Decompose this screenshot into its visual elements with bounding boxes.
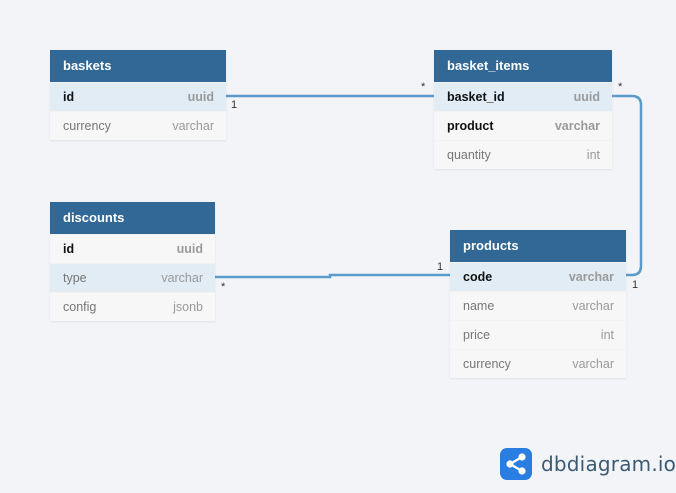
- field-type: int: [600, 328, 614, 342]
- field-name: code: [463, 270, 493, 284]
- field-row[interactable]: basket_id uuid: [434, 82, 612, 111]
- field-name: type: [63, 271, 87, 285]
- field-name: id: [63, 90, 75, 104]
- field-type: jsonb: [173, 300, 203, 314]
- relation-discounts-products[interactable]: [215, 273, 450, 279]
- table-basket-items[interactable]: basket_items basket_id uuid product varc…: [434, 50, 612, 169]
- field-type: int: [586, 148, 600, 162]
- field-row[interactable]: code varchar: [450, 262, 626, 291]
- field-name: currency: [63, 119, 111, 133]
- cardinality-label: *: [618, 81, 623, 93]
- field-row[interactable]: id uuid: [50, 82, 226, 111]
- field-type: uuid: [187, 90, 214, 104]
- cardinality-label: 1: [632, 279, 639, 291]
- cardinality-label: 1: [437, 261, 444, 273]
- cardinality-label: *: [221, 281, 226, 293]
- field-type: varchar: [161, 271, 203, 285]
- cardinality-label: *: [421, 81, 426, 93]
- field-name: price: [463, 328, 491, 342]
- field-type: varchar: [572, 357, 614, 371]
- cardinality-label: 1: [231, 99, 238, 111]
- table-header[interactable]: products: [450, 230, 626, 262]
- table-header[interactable]: baskets: [50, 50, 226, 82]
- dbdiagram-logo-link[interactable]: dbdiagram.io: [500, 448, 676, 480]
- field-name: config: [63, 300, 97, 314]
- table-discounts[interactable]: discounts id uuid type varchar config js…: [50, 202, 215, 321]
- field-name: basket_id: [447, 90, 505, 104]
- share-nodes-icon: [500, 448, 532, 480]
- field-row[interactable]: name varchar: [450, 291, 626, 320]
- field-type: varchar: [554, 119, 600, 133]
- field-name: currency: [463, 357, 511, 371]
- table-header[interactable]: discounts: [50, 202, 215, 234]
- brand-name: dbdiagram.io: [541, 452, 676, 476]
- field-row[interactable]: currency varchar: [50, 111, 226, 140]
- field-row[interactable]: id uuid: [50, 234, 215, 263]
- field-row[interactable]: type varchar: [50, 263, 215, 292]
- field-name: id: [63, 242, 75, 256]
- field-name: name: [463, 299, 495, 313]
- field-type: varchar: [172, 119, 214, 133]
- field-row[interactable]: currency varchar: [450, 349, 626, 378]
- relation-basket-items-products[interactable]: [612, 94, 643, 277]
- field-name: quantity: [447, 148, 491, 162]
- table-baskets[interactable]: baskets id uuid currency varchar: [50, 50, 226, 140]
- field-name: product: [447, 119, 494, 133]
- table-header[interactable]: basket_items: [434, 50, 612, 82]
- field-row[interactable]: quantity int: [434, 140, 612, 169]
- field-type: varchar: [568, 270, 614, 284]
- field-row[interactable]: product varchar: [434, 111, 612, 140]
- field-type: varchar: [572, 299, 614, 313]
- field-row[interactable]: price int: [450, 320, 626, 349]
- field-type: uuid: [573, 90, 600, 104]
- field-type: uuid: [176, 242, 203, 256]
- table-products[interactable]: products code varchar name varchar price…: [450, 230, 626, 378]
- field-row[interactable]: config jsonb: [50, 292, 215, 321]
